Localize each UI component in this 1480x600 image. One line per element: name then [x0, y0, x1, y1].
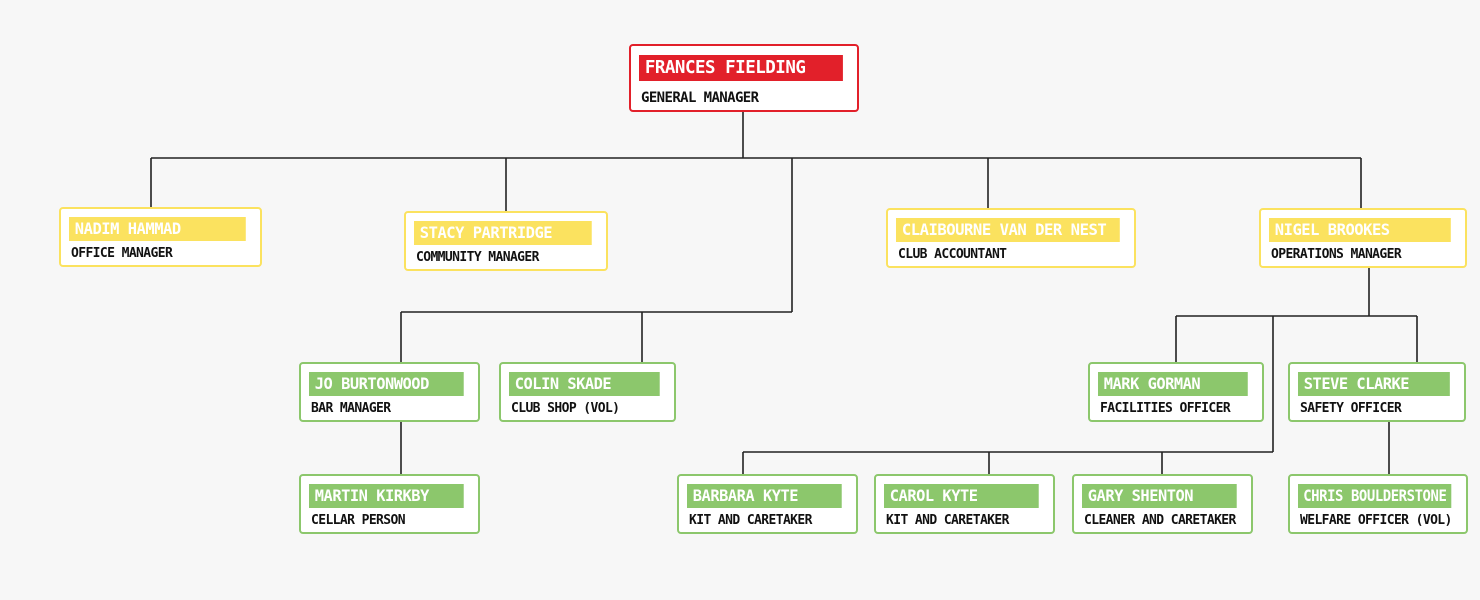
node-role: COMMUNITY MANAGER [416, 250, 539, 265]
org-node-claibourne: CLAIBOURNE VAN DER NEST CLUB ACCOUNTANT [886, 208, 1136, 268]
node-role: OPERATIONS MANAGER [1271, 247, 1402, 262]
node-name: CHRIS BOULDERSTONE [1298, 484, 1452, 508]
org-node-mark: MARK GORMAN FACILITIES OFFICER [1088, 362, 1264, 422]
node-name: BARBARA KYTE [687, 484, 842, 508]
node-role: CELLAR PERSON [311, 513, 406, 528]
org-node-chris: CHRIS BOULDERSTONE WELFARE OFFICER (VOL) [1288, 474, 1468, 534]
org-node-stacy: STACY PARTRIDGE COMMUNITY MANAGER [404, 211, 608, 271]
org-node-colin: COLIN SKADE CLUB SHOP (VOL) [499, 362, 676, 422]
node-name: MARK GORMAN [1098, 372, 1248, 396]
org-node-frances: FRANCES FIELDING GENERAL MANAGER [629, 44, 859, 112]
node-role: WELFARE OFFICER (VOL) [1300, 513, 1452, 528]
org-node-martin: MARTIN KIRKBY CELLAR PERSON [299, 474, 480, 534]
org-node-nadim: NADIM HAMMAD OFFICE MANAGER [59, 207, 262, 267]
node-role: CLEANER AND CARETAKER [1084, 513, 1236, 528]
node-name: CLAIBOURNE VAN DER NEST [896, 218, 1120, 242]
org-node-carol: CAROL KYTE KIT AND CARETAKER [874, 474, 1055, 534]
node-name: NIGEL BROOKES [1269, 218, 1451, 242]
node-name: STACY PARTRIDGE [414, 221, 592, 245]
node-role: BAR MANAGER [311, 401, 391, 416]
node-name: COLIN SKADE [509, 372, 660, 396]
org-node-steve: STEVE CLARKE SAFETY OFFICER [1288, 362, 1466, 422]
org-node-barbara: BARBARA KYTE KIT AND CARETAKER [677, 474, 858, 534]
node-role: KIT AND CARETAKER [689, 513, 812, 528]
node-role: FACILITIES OFFICER [1100, 401, 1231, 416]
org-node-gary: GARY SHENTON CLEANER AND CARETAKER [1072, 474, 1253, 534]
node-name: STEVE CLARKE [1298, 372, 1450, 396]
node-role: GENERAL MANAGER [641, 90, 759, 106]
node-name: NADIM HAMMAD [69, 217, 246, 241]
node-name: MARTIN KIRKBY [309, 484, 464, 508]
node-name: GARY SHENTON [1082, 484, 1237, 508]
node-name: CAROL KYTE [884, 484, 1039, 508]
node-role: CLUB SHOP (VOL) [511, 401, 620, 416]
org-node-jo: JO BURTONWOOD BAR MANAGER [299, 362, 480, 422]
node-name: JO BURTONWOOD [309, 372, 464, 396]
org-node-nigel: NIGEL BROOKES OPERATIONS MANAGER [1259, 208, 1467, 268]
node-role: CLUB ACCOUNTANT [898, 247, 1007, 262]
node-role: OFFICE MANAGER [71, 246, 173, 261]
node-role: KIT AND CARETAKER [886, 513, 1009, 528]
node-role: SAFETY OFFICER [1300, 401, 1402, 416]
node-name: FRANCES FIELDING [639, 55, 843, 81]
